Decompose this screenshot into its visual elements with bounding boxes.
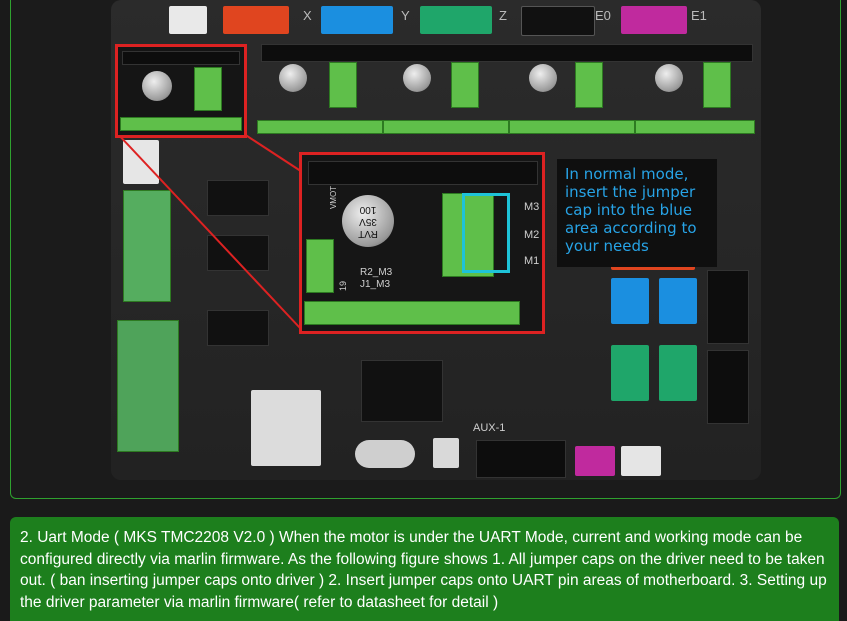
capacitor bbox=[142, 71, 172, 101]
axis-label-y: Y bbox=[401, 8, 410, 23]
aux1-label: AUX-1 bbox=[473, 422, 506, 434]
exp-header bbox=[707, 270, 749, 344]
connector-black-z bbox=[521, 6, 595, 36]
connector-white-bottom bbox=[621, 446, 661, 476]
capacitor bbox=[529, 64, 557, 92]
uart-pin-m1: M1 bbox=[524, 255, 540, 267]
jumper-block bbox=[194, 67, 222, 111]
driver-highlight-zoomed: RVT 35V 100 VMOT M3 M2 M1 R2_M3 J1_M3 19 bbox=[299, 152, 545, 334]
connector-white-small bbox=[123, 140, 159, 184]
connector-orange bbox=[223, 6, 289, 34]
screw-terminal-large bbox=[117, 320, 179, 452]
jumper-block bbox=[575, 62, 603, 108]
green-rail bbox=[635, 120, 755, 134]
capacitor-text-2: 35V bbox=[359, 216, 377, 227]
crystal bbox=[355, 440, 415, 468]
green-rail bbox=[383, 120, 509, 134]
connector-green-y bbox=[420, 6, 492, 34]
connector-blue-x bbox=[321, 6, 393, 34]
silk-label-r2: R2_M3 bbox=[360, 267, 393, 278]
capacitor-text-1: RVT bbox=[358, 228, 378, 239]
pin-header bbox=[122, 51, 240, 65]
instruction-note-text: In normal mode, insert the jumper cap in… bbox=[565, 165, 697, 255]
instruction-note: In normal mode, insert the jumper cap in… bbox=[557, 159, 717, 267]
uart-pin-m3: M3 bbox=[524, 201, 540, 213]
jumper-block-zoomed bbox=[442, 193, 494, 277]
green-rail bbox=[257, 120, 383, 134]
uart-highlight-box bbox=[462, 193, 510, 273]
uart-pin-m2: M2 bbox=[524, 229, 540, 241]
green-rail bbox=[120, 117, 242, 131]
axis-label-z: Z bbox=[499, 8, 507, 23]
axis-label-e1: E1 bbox=[691, 8, 707, 23]
axis-label-x: X bbox=[303, 8, 312, 23]
driver-highlight-small bbox=[115, 44, 247, 138]
driver-header-row bbox=[261, 44, 753, 62]
endstop-blue bbox=[659, 278, 697, 324]
reset-button bbox=[433, 438, 459, 468]
endstop-green bbox=[659, 345, 697, 401]
connector-magenta-e1 bbox=[621, 6, 687, 34]
caption-text: 2. Uart Mode ( MKS TMC2208 V2.0 ) When t… bbox=[20, 529, 827, 611]
capacitor-marking: RVT 35V 100 bbox=[346, 203, 390, 239]
caption-panel: 2. Uart Mode ( MKS TMC2208 V2.0 ) When t… bbox=[10, 517, 839, 621]
jumper-block bbox=[451, 62, 479, 108]
silk-label-j1: J1_M3 bbox=[360, 279, 391, 290]
endstop-blue bbox=[611, 278, 649, 324]
endstop-green bbox=[611, 345, 649, 401]
aux1-header bbox=[476, 440, 566, 478]
connector-magenta-small bbox=[575, 446, 615, 476]
capacitor-text-3: 100 bbox=[359, 204, 377, 215]
jumper-block bbox=[703, 62, 731, 108]
usb-port bbox=[251, 390, 321, 466]
silk-label-vmot: VMOT bbox=[329, 185, 339, 210]
exp-header bbox=[707, 350, 749, 424]
axis-label-e0: E0 bbox=[595, 8, 611, 23]
capacitor bbox=[655, 64, 683, 92]
green-rail-zoomed bbox=[304, 301, 520, 325]
side-connector-zoomed bbox=[306, 239, 334, 293]
connector-white bbox=[169, 6, 207, 34]
green-rail bbox=[509, 120, 635, 134]
silk-label-19: 19 bbox=[338, 280, 349, 292]
screw-terminal bbox=[123, 190, 171, 302]
jumper-block bbox=[329, 62, 357, 108]
capacitor-large bbox=[342, 195, 394, 247]
mosfet bbox=[207, 180, 269, 216]
pin-header-top bbox=[308, 161, 538, 185]
capacitor bbox=[279, 64, 307, 92]
mosfet bbox=[207, 310, 269, 346]
capacitor bbox=[403, 64, 431, 92]
mcu-chip bbox=[361, 360, 443, 422]
